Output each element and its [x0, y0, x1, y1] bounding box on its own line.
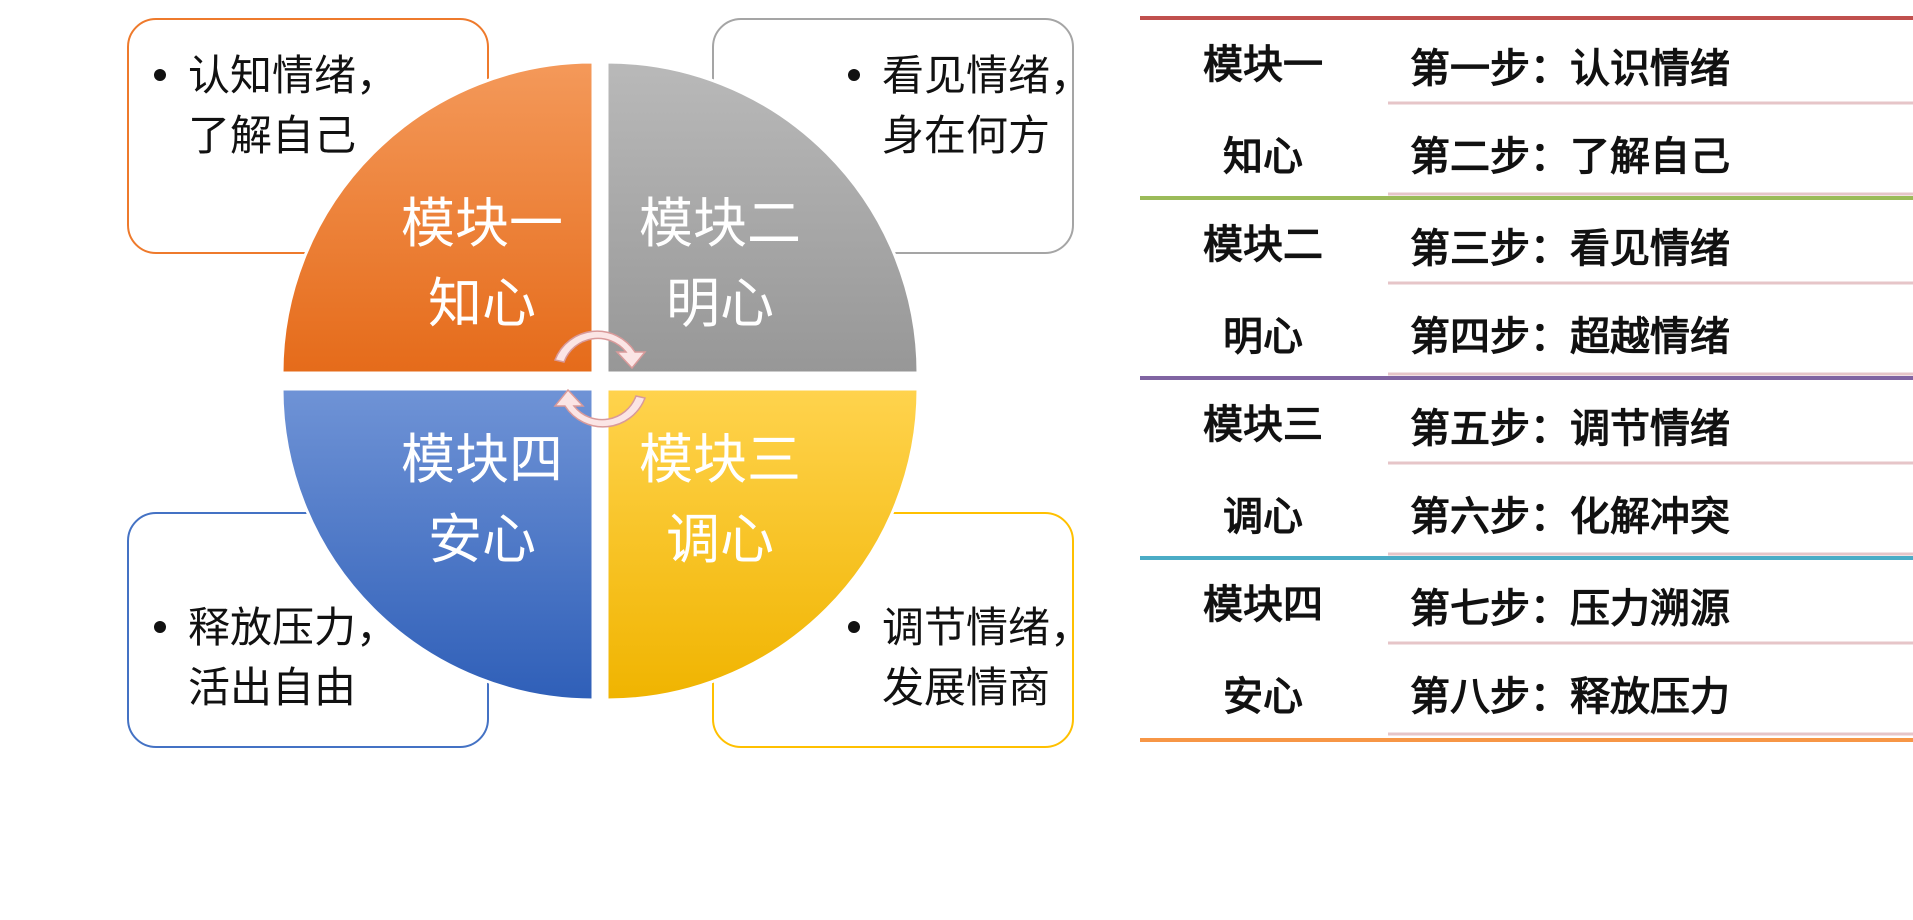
box-q2-line1: 看见情绪， [882, 51, 1092, 100]
quadrant-q4: 模块四 安心 [280, 387, 595, 702]
box-q1-line1: 认知情绪， [188, 51, 398, 100]
quadrant-q2-subtitle: 明心 [666, 272, 774, 335]
module-label: 模块三 [1203, 402, 1323, 448]
step-label: 第三步：看见情绪 [1410, 226, 1730, 272]
box-q1-line2: 了解自己 [188, 111, 356, 160]
step-label: 第八步：释放压力 [1410, 674, 1730, 720]
box-q3-line1: 调节情绪， [882, 603, 1092, 652]
step-label: 第六步：化解冲突 [1410, 494, 1730, 540]
step-label: 第二步：了解自己 [1410, 134, 1730, 180]
box-q4-line1: 释放压力， [188, 603, 398, 652]
step-label: 第一步：认识情绪 [1410, 46, 1730, 92]
quadrant-q1-title: 模块一 [401, 192, 563, 255]
quadrant-q3-title: 模块三 [639, 428, 801, 491]
bullet-icon [154, 621, 166, 633]
module-name: 知心 [1223, 134, 1303, 180]
module-label: 模块一 [1203, 42, 1323, 88]
quadrant-q4-subtitle: 安心 [428, 508, 536, 571]
step-label: 第四步：超越情绪 [1410, 314, 1730, 360]
quadrant-q2: 模块二 明心 [605, 60, 920, 375]
bullet-icon [848, 621, 860, 633]
module-label: 模块四 [1203, 582, 1323, 628]
box-q4-line2: 活出自由 [188, 663, 356, 712]
module-name: 明心 [1223, 314, 1303, 360]
bullet-icon [848, 69, 860, 81]
quadrant-q2-title: 模块二 [639, 192, 801, 255]
step-label: 第七步：压力溯源 [1410, 586, 1730, 632]
module-name: 安心 [1223, 674, 1303, 720]
box-q2-line2: 身在何方 [882, 111, 1050, 160]
quadrant-q3-subtitle: 调心 [666, 508, 774, 571]
quadrant-q4-title: 模块四 [401, 428, 563, 491]
bullet-icon [154, 69, 166, 81]
quadrant-q3: 模块三 调心 [605, 387, 920, 702]
quadrant-q1-subtitle: 知心 [428, 272, 536, 335]
module-label: 模块二 [1203, 222, 1323, 268]
box-q3-line2: 发展情商 [882, 663, 1050, 712]
step-label: 第五步：调节情绪 [1410, 406, 1730, 452]
cycle-arrows-icon [553, 330, 647, 428]
module-name: 调心 [1223, 494, 1303, 540]
quadrant-q1: 模块一 知心 [280, 60, 595, 375]
